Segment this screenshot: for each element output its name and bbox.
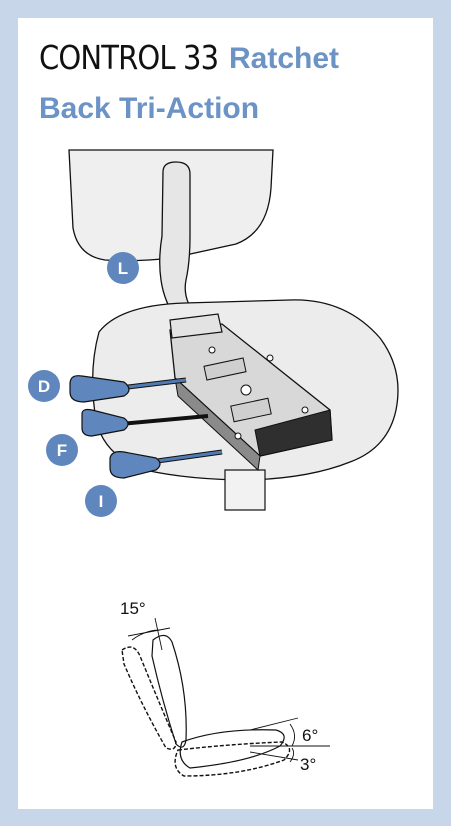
page-title: CONTROL 33 Ratchet [39,38,339,77]
mechanism-slot-rear [230,397,272,423]
mechanism-slot-front [203,357,247,381]
badge-f: F [46,434,78,466]
angle-15-label: 15° [120,599,146,618]
mechanism-side [254,409,333,457]
title-control-number: CONTROL 33 [39,38,219,77]
gas-column [224,469,266,511]
back-connector-plate [169,313,223,339]
tilt-diagram: 15° 6° 3° [120,599,330,777]
back-solid-outline [151,634,187,748]
back-upright-bar [159,161,200,323]
lever-f [81,408,209,437]
mechanism-lower-face [174,376,261,472]
lever-d [69,375,187,403]
badge-l-text: L [118,259,128,278]
angle-6-label: 6° [302,726,318,745]
badge-l: L [107,252,139,284]
seat-dashed-outline [174,741,291,777]
badge-f-text: F [57,441,67,460]
page-subtitle: Back Tri-Action [39,92,260,125]
angle-3-label: 3° [300,755,316,774]
title-mechanism-type: Ratchet [229,42,340,75]
badge-d: D [28,370,60,402]
seat-solid-outline [179,729,285,769]
lever-i [109,449,223,479]
badge-i: I [85,485,117,517]
badge-i-text: I [99,492,104,511]
back-dashed-outline [121,646,177,750]
badge-d-text: D [38,377,50,396]
